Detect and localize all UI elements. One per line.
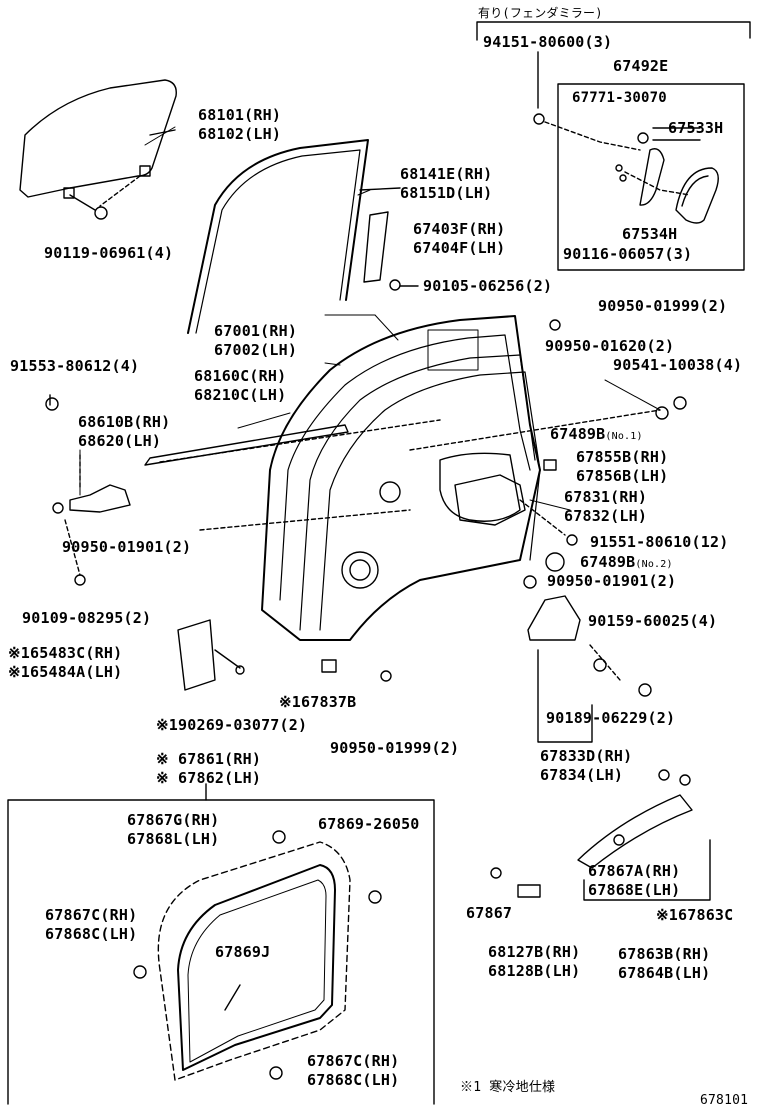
door-panel xyxy=(159,315,541,641)
part-label-67403F[interactable]: 67403F(RH)67404F(LH) xyxy=(413,220,506,257)
part-label-67001[interactable]: 67001(RH)67002(LH) xyxy=(214,322,298,359)
header-note: 有り(フェンダミラー) xyxy=(478,6,603,20)
part-label-90541[interactable]: 90541-10038(4) xyxy=(613,356,743,374)
weatherstrip-box xyxy=(7,783,435,1105)
part-label-91551[interactable]: 91551-80610(12) xyxy=(590,533,729,551)
part-label-68610B[interactable]: 68610B(RH)68620(LH) xyxy=(78,413,171,450)
part-label-65483C[interactable]: ※165483C(RH)※165484A(LH) xyxy=(8,644,123,681)
figure-number: 678101 xyxy=(700,1093,749,1108)
part-label-90950-01999-top[interactable]: 90950-01999(2) xyxy=(598,297,728,315)
window-channel xyxy=(363,211,419,291)
part-label-68127B[interactable]: 68127B(RH)68128B(LH) xyxy=(488,943,581,980)
part-label-68101[interactable]: 68101(RH)68102(LH) xyxy=(198,106,282,143)
part-label-67863B[interactable]: 67863B(RH)67864B(LH) xyxy=(618,945,711,982)
part-label-90109[interactable]: 90109-08295(2) xyxy=(22,609,152,627)
part-label-90269[interactable]: ※190269-03077(2) xyxy=(156,716,308,734)
part-label-90950-01901-left[interactable]: 90950-01901(2) xyxy=(62,538,192,556)
part-label-67771[interactable]: 67771-30070 xyxy=(572,90,667,106)
part-label-67867[interactable]: 67867 xyxy=(466,904,513,922)
part-label-67533H[interactable]: 67533H xyxy=(668,119,724,137)
fender-mirror xyxy=(533,113,719,224)
door-glass xyxy=(19,79,177,220)
part-label-67489B-no2[interactable]: 67489B(No.2) xyxy=(580,553,673,571)
part-label-67855B[interactable]: 67855B(RH)67856B(LH) xyxy=(576,448,669,485)
mirror-group-bracket xyxy=(476,21,751,271)
part-label-67869J[interactable]: 67869J xyxy=(215,943,271,961)
roof-side-weatherstrip xyxy=(490,769,711,901)
part-label-90119[interactable]: 90119-06961(4) xyxy=(44,244,174,262)
part-label-67867C-lower[interactable]: 67867C(RH)67868C(LH) xyxy=(307,1052,400,1089)
part-label-94151[interactable]: 94151-80600(3) xyxy=(483,33,613,51)
part-label-90950-01620[interactable]: 90950-01620(2) xyxy=(545,337,675,355)
part-label-67869-26050[interactable]: 67869-26050 xyxy=(318,815,420,833)
part-label-67863C[interactable]: ※167863C xyxy=(656,906,734,924)
part-label-67534H[interactable]: 67534H xyxy=(622,225,678,243)
part-label-67837B[interactable]: ※167837B xyxy=(279,693,357,711)
part-label-90159[interactable]: 90159-60025(4) xyxy=(588,612,718,630)
part-label-67489B-no1[interactable]: 67489B(No.1) xyxy=(550,425,643,443)
glass-run xyxy=(187,139,401,334)
belt-moulding xyxy=(144,424,349,466)
part-label-67867A[interactable]: 67867A(RH)67868E(LH) xyxy=(588,862,681,899)
part-label-67833D[interactable]: 67833D(RH)67834(LH) xyxy=(540,747,633,784)
part-label-67831[interactable]: 67831(RH)67832(LH) xyxy=(564,488,648,525)
part-label-90189[interactable]: 90189-06229(2) xyxy=(546,709,676,727)
inside-handle xyxy=(527,595,652,743)
part-label-91553[interactable]: 91553-80612(4) xyxy=(10,357,140,375)
service-hole-cover xyxy=(177,619,392,691)
part-label-67861[interactable]: ※ 67861(RH)※ 67862(LH) xyxy=(156,750,262,787)
part-label-90116[interactable]: 90116-06057(3) xyxy=(563,245,693,263)
callout-lines xyxy=(79,126,661,511)
part-label-67492E[interactable]: 67492E xyxy=(613,57,669,75)
door-lock xyxy=(409,319,687,589)
part-label-90950-01999-bottom[interactable]: 90950-01999(2) xyxy=(330,739,460,757)
part-label-90105[interactable]: 90105-06256(2) xyxy=(423,277,553,295)
footnote: ※1 寒冷地仕様 xyxy=(460,1080,556,1095)
part-label-68160C[interactable]: 68160C(RH)68210C(LH) xyxy=(194,367,287,404)
part-label-68141E[interactable]: 68141E(RH)68151D(LH) xyxy=(400,165,493,202)
part-label-67867G[interactable]: 67867G(RH)67868L(LH) xyxy=(127,811,220,848)
part-label-67867C-upper[interactable]: 67867C(RH)67868C(LH) xyxy=(45,906,138,943)
part-label-90950-01901-right[interactable]: 90950-01901(2) xyxy=(547,572,677,590)
